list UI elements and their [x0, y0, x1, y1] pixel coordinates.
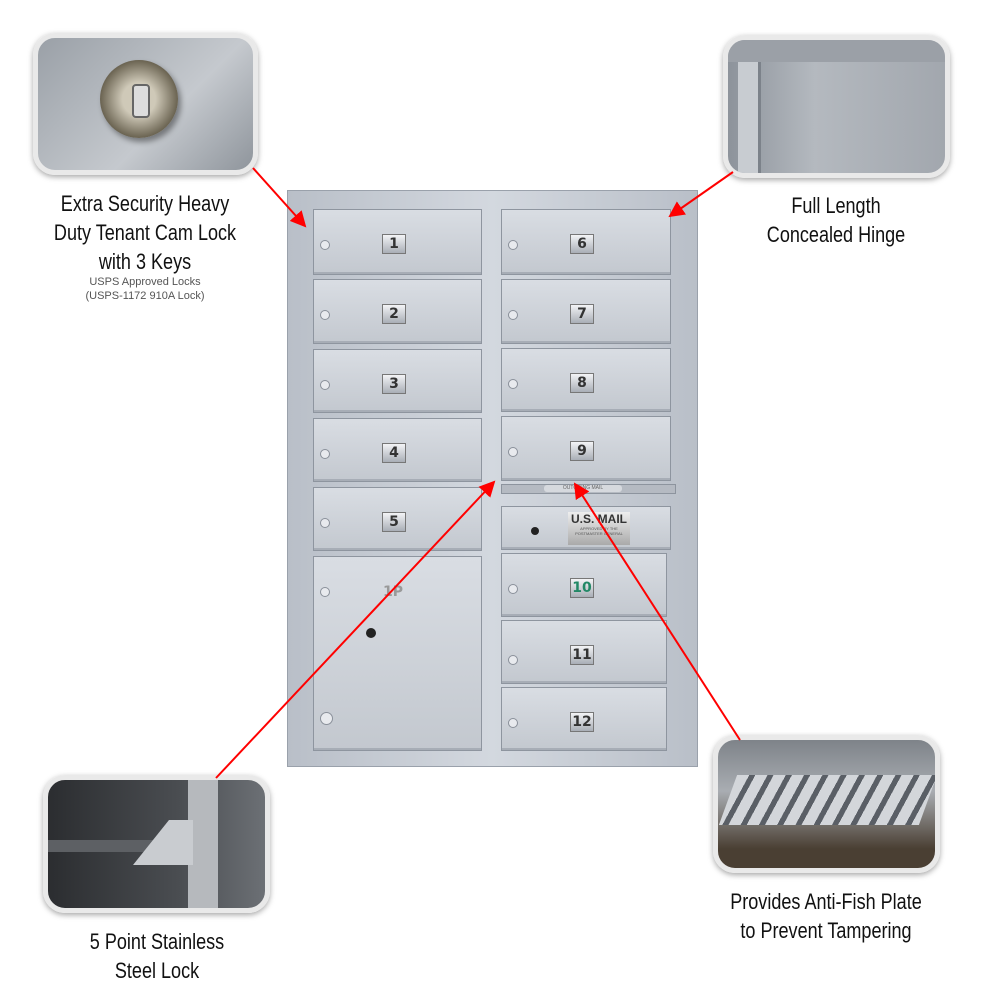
door-number: 7: [570, 304, 594, 324]
lock-caption: Extra Security Heavy Duty Tenant Cam Loc…: [43, 189, 248, 276]
usmail-plate-subtext: APPROVED BY THE POSTMASTER GENERAL: [575, 526, 623, 536]
caption-line: Extra Security Heavy: [60, 191, 230, 216]
lock-icon: [320, 449, 330, 459]
door-1[interactable]: 1: [313, 209, 482, 275]
door-number: 10: [570, 578, 594, 598]
arrow-lock: [252, 167, 307, 228]
lock-icon: [320, 587, 330, 597]
caption-line: Duty Tenant Cam Lock: [53, 220, 237, 245]
door-11[interactable]: 11: [501, 620, 667, 684]
lock-icon: [508, 447, 518, 457]
door-number: 8: [570, 373, 594, 393]
door-5[interactable]: 5: [313, 487, 482, 551]
lock-icon: [320, 518, 330, 528]
subcaption-line: USPS Approved Locks: [89, 276, 201, 288]
lock-icon: [320, 310, 330, 320]
door-number: 9: [570, 441, 594, 461]
lock-icon: [508, 379, 518, 389]
keyhole-icon: [366, 628, 376, 638]
caption-line: to Prevent Tampering: [740, 918, 912, 943]
door-8[interactable]: 8: [501, 348, 671, 412]
door-4[interactable]: 4: [313, 418, 482, 482]
lock-icon: [508, 655, 518, 665]
lock-icon: [508, 584, 518, 594]
door-9[interactable]: 9: [501, 416, 671, 481]
caption-line: with 3 Keys: [98, 249, 192, 274]
lock-icon: [320, 240, 330, 250]
antifish-caption: Provides Anti-Fish Plate to Prevent Tamp…: [711, 887, 941, 945]
usmail-plate-text: U.S. MAIL: [571, 512, 627, 526]
door-3[interactable]: 3: [313, 349, 482, 413]
lock-icon: [508, 718, 518, 728]
stainless-lock-photo: [43, 775, 270, 913]
anti-fish-plate-photo: [713, 735, 940, 873]
lock-icon: [508, 240, 518, 250]
usmail-collection-door[interactable]: U.S. MAIL APPROVED BY THE POSTMASTER GEN…: [501, 506, 671, 550]
caption-line: 5 Point Stainless: [89, 929, 225, 954]
door-12[interactable]: 12: [501, 687, 667, 751]
lock-icon: [508, 310, 518, 320]
arrow-hinge: [668, 171, 734, 218]
arrow-stainless: [215, 480, 496, 779]
door-7[interactable]: 7: [501, 279, 671, 344]
door-number: 6: [570, 234, 594, 254]
door-number: 11: [570, 645, 594, 665]
usmail-plate: U.S. MAIL APPROVED BY THE POSTMASTER GEN…: [568, 512, 630, 545]
caption-line: Full Length: [791, 193, 881, 218]
lock-icon: [320, 712, 333, 725]
door-number: 4: [382, 443, 406, 463]
hinge-caption: Full Length Concealed Hinge: [734, 191, 939, 249]
stainless-caption: 5 Point Stainless Steel Lock: [55, 927, 260, 985]
door-number: 2: [382, 304, 406, 324]
cam-lock-photo: [33, 33, 258, 175]
door-number: 12: [570, 712, 594, 732]
door-number: 3: [382, 374, 406, 394]
door-number: 1: [382, 234, 406, 254]
mailbox-cabinet: 1 2 3 4 5 1P 6 7 8 9 OUTGOING MAIL U.S. …: [287, 190, 698, 767]
door-6[interactable]: 6: [501, 209, 671, 275]
arrow-antifish: [573, 482, 741, 741]
door-number: 5: [382, 512, 406, 532]
caption-line: Concealed Hinge: [766, 222, 906, 247]
lock-subcaption: USPS Approved Locks (USPS-1172 910A Lock…: [45, 275, 245, 303]
hinge-photo: [723, 35, 950, 178]
keyhole-icon: [531, 527, 539, 535]
door-2[interactable]: 2: [313, 279, 482, 344]
lock-icon: [320, 380, 330, 390]
subcaption-line: (USPS-1172 910A Lock): [85, 290, 205, 302]
caption-line: Provides Anti-Fish Plate: [730, 889, 922, 914]
caption-line: Steel Lock: [114, 958, 200, 983]
